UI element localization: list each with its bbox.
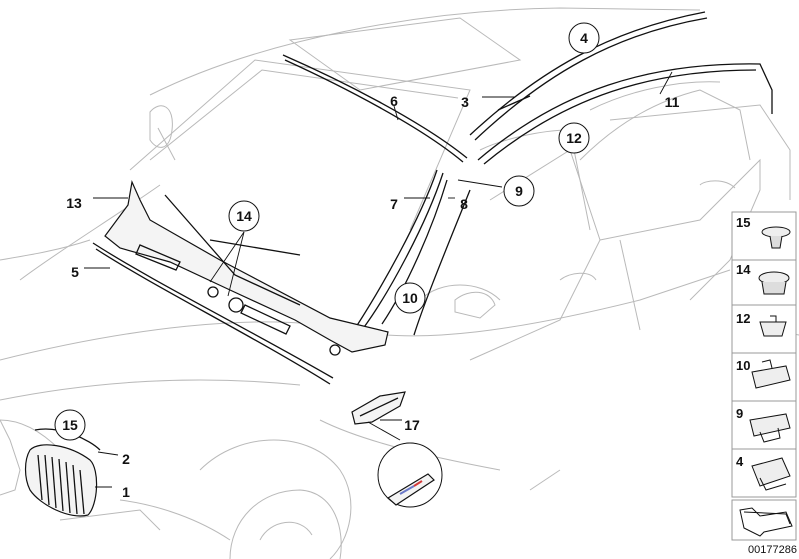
- callout-circle: [54, 409, 86, 441]
- clip-icon: [749, 413, 791, 443]
- callout-number: 13: [66, 195, 82, 211]
- callout-14: 14: [228, 200, 260, 232]
- cowl-vent-right: [240, 304, 291, 335]
- roof-moulding: [497, 95, 531, 111]
- clip-icon: [759, 315, 787, 337]
- callout-number: 7: [390, 196, 398, 212]
- fastener-side-panel: 15 14 12 10 9 4: [731, 211, 797, 541]
- cowl-panel: [104, 179, 389, 353]
- a-pillar-trim-7: [355, 169, 438, 328]
- callout-2: 2: [122, 451, 130, 467]
- callout-12: 12: [558, 122, 590, 154]
- callout-number: 14: [236, 208, 252, 224]
- wiper-arm-2: [209, 239, 301, 256]
- callout-number: 4: [580, 30, 588, 46]
- callout-number: 5: [71, 264, 79, 280]
- callout-9: 9: [503, 175, 535, 207]
- a-pillar-trim-8: [381, 179, 448, 325]
- callout-labels: 1234567891011121314151718: [54, 22, 680, 500]
- callout-number: 1: [122, 484, 130, 500]
- callout-number: 11: [665, 94, 680, 110]
- side-part-label: 9: [736, 406, 743, 421]
- wiper-arm: [164, 194, 301, 306]
- side-part-label: 10: [736, 358, 750, 373]
- callout-circle: [558, 122, 590, 154]
- roof-drip-rail: [477, 63, 773, 161]
- kidney-grille: [24, 444, 98, 517]
- callout-circle: [503, 175, 535, 207]
- callout-number: 6: [390, 93, 398, 109]
- callout-11: 11: [665, 94, 680, 110]
- arrow-icon: [739, 507, 793, 537]
- callout-13: 13: [66, 195, 82, 211]
- callout-15: 15: [54, 409, 86, 441]
- callout-number: 15: [62, 417, 78, 433]
- callout-7: 7: [390, 196, 398, 212]
- callout-number: 3: [461, 94, 469, 110]
- callout-number: 17: [404, 417, 420, 433]
- side-part-label: 4: [736, 454, 744, 469]
- grille-left-outline: [0, 419, 21, 496]
- cowl-seal-edge: [95, 248, 331, 385]
- cowl-seal: [92, 242, 334, 379]
- expansion-nut-icon: [758, 271, 790, 295]
- emblem-detail-circle: [377, 442, 443, 508]
- callout-17: 17: [404, 417, 420, 433]
- callout-number: 2: [122, 451, 130, 467]
- callout-circle: [394, 282, 426, 314]
- a-pillar-strip: [413, 189, 471, 336]
- callout-circle: [568, 22, 600, 54]
- roof-moulding-upper: [469, 11, 706, 136]
- callout-6: 6: [390, 93, 398, 109]
- cowl-hole-3: [329, 344, 341, 356]
- side-part-label: 15: [736, 215, 750, 230]
- callout-3: 3: [461, 94, 469, 110]
- clip-icon: [751, 457, 791, 491]
- push-rivet-icon: [761, 226, 791, 249]
- roof-drip-rail-edge: [483, 69, 757, 165]
- callout-number: 10: [402, 290, 418, 306]
- callout-8: 8: [460, 196, 468, 212]
- callout-number: 8: [460, 196, 468, 212]
- cowl-hole-2: [207, 286, 219, 298]
- cowl-hole: [228, 297, 244, 313]
- windshield-upper-strip: [282, 54, 468, 159]
- callout-4: 4: [568, 22, 600, 54]
- side-part-label: 12: [736, 311, 750, 326]
- callout-5: 5: [71, 264, 79, 280]
- a-pillar-trim-7-edge: [361, 172, 444, 331]
- side-part-label: 14: [736, 262, 751, 277]
- callout-number: 12: [566, 130, 582, 146]
- callout-1: 1: [122, 484, 130, 500]
- callout-circle: [228, 200, 260, 232]
- side-indicator-base: [359, 397, 399, 417]
- side-indicator: [351, 391, 406, 425]
- callout-number: 9: [515, 183, 523, 199]
- windshield-upper-strip-edge: [284, 59, 464, 163]
- cowl-vent-left: [135, 244, 181, 271]
- callout-10: 10: [394, 282, 426, 314]
- roof-moulding-upper-edge: [474, 17, 708, 141]
- clip-icon: [751, 359, 791, 389]
- document-id: 00177286: [748, 544, 797, 556]
